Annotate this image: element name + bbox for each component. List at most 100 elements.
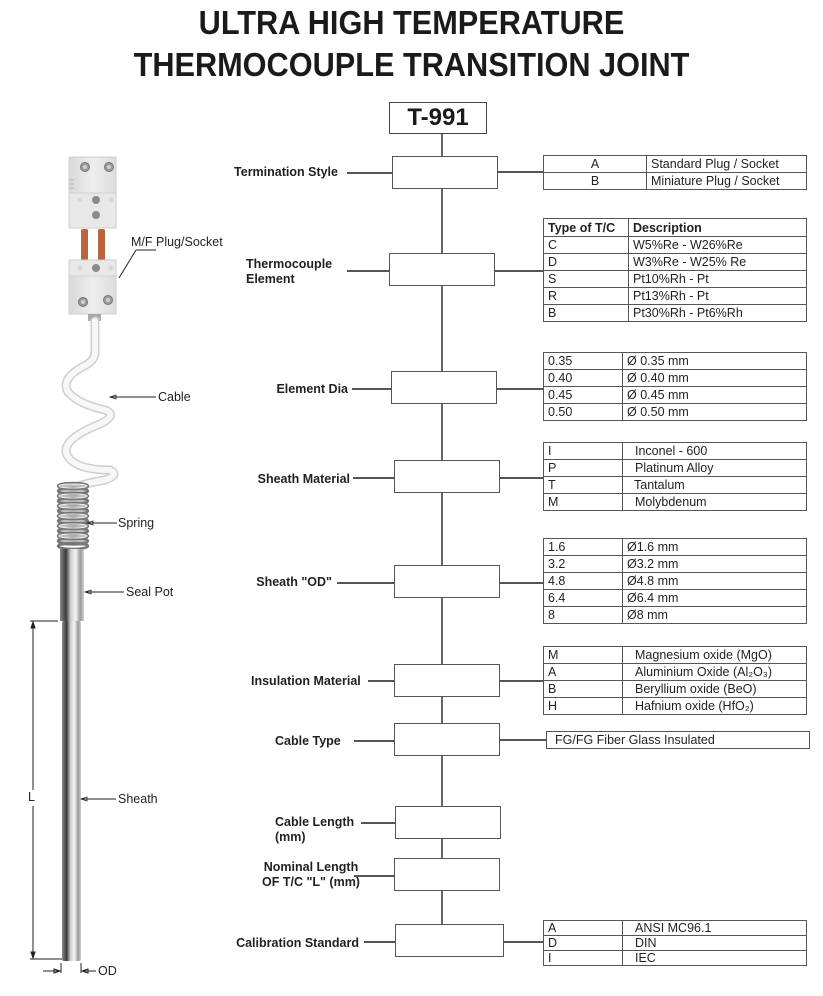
option-code: A [543, 920, 623, 936]
field-label-cable-type: Cable Type [275, 734, 341, 748]
option-description: Standard Plug / Socket [646, 155, 807, 173]
column-header-code: Type of T/C [543, 218, 629, 237]
field-box-nominal-length[interactable] [394, 858, 500, 891]
field-label-line: Nominal Length [263, 860, 359, 874]
field-box-termination-style[interactable] [392, 156, 498, 189]
field-box-calibration-standard[interactable] [395, 924, 504, 957]
field-box-sheath-od[interactable] [394, 565, 500, 598]
option-description: Ø 0.45 mm [622, 386, 807, 404]
option-description: ANSI MC96.1 [622, 920, 807, 936]
option-code: 0.40 [543, 369, 623, 387]
thermocouple-illustration [30, 156, 156, 974]
field-box-insulation-material[interactable] [394, 664, 500, 697]
option-description: Ø 0.50 mm [622, 403, 807, 421]
seal-pot-label: Seal Pot [126, 585, 174, 599]
title-line-1: ULTRA HIGH TEMPERATURE [198, 4, 625, 41]
option-description: Miniature Plug / Socket [646, 172, 807, 190]
plug-socket-label: M/F Plug/Socket [131, 235, 223, 249]
leader-line [504, 941, 543, 943]
model-code-box: T-991 [389, 102, 487, 134]
leader-line [364, 941, 395, 943]
field-label-thermocouple-element: Thermocouple Element [246, 257, 346, 287]
leader-line [347, 172, 392, 174]
field-label-calibration-standard: Calibration Standard [236, 936, 359, 950]
field-label-sheath-material: Sheath Material [257, 472, 350, 486]
option-code: D [543, 935, 623, 951]
option-description: Magnesium oxide (MgO) [622, 646, 807, 664]
option-code: P [543, 459, 623, 477]
option-description: W5%Re - W26%Re [628, 236, 807, 254]
cable-label: Cable [158, 390, 191, 404]
field-box-element-dia[interactable] [391, 371, 497, 404]
leader-line [498, 171, 543, 173]
option-code: C [543, 236, 629, 254]
length-dimension [30, 620, 62, 960]
option-code: 0.50 [543, 403, 623, 421]
option-code: S [543, 270, 629, 288]
field-box-cable-type[interactable] [394, 723, 500, 756]
field-box-cable-length[interactable] [395, 806, 501, 839]
field-box-thermocouple-element[interactable] [389, 253, 495, 286]
option-description: IEC [622, 950, 807, 966]
leader-line [353, 477, 394, 479]
pin-icon [98, 229, 105, 265]
option-description: Ø4.8 mm [622, 572, 807, 590]
option-code: D [543, 253, 629, 271]
ordering-spine-line [441, 134, 443, 926]
option-code: B [543, 680, 623, 698]
field-label-text: Thermocouple Element [246, 257, 333, 286]
leader-line [495, 270, 543, 272]
option-description: Pt30%Rh - Pt6%Rh [628, 304, 807, 322]
field-label-nominal-length: Nominal Length OF T/C "L" (mm) [251, 860, 371, 890]
option-description: Inconel - 600 [622, 442, 807, 460]
leader-line [354, 875, 394, 877]
seal-pot-icon [60, 549, 84, 621]
leader-line [352, 388, 391, 390]
option-code: 4.8 [543, 572, 623, 590]
option-code: A [543, 663, 623, 681]
option-code: 0.45 [543, 386, 623, 404]
column-header-description: Description [628, 218, 807, 237]
leader-line [500, 739, 546, 741]
option-description: Ø8 mm [622, 606, 807, 624]
option-code: B [543, 304, 629, 322]
field-box-sheath-material[interactable] [394, 460, 500, 493]
option-code: M [543, 493, 623, 511]
option-description: Platinum Alloy [622, 459, 807, 477]
option-description: Ø3.2 mm [622, 555, 807, 573]
option-code: R [543, 287, 629, 305]
field-label-termination-style: Termination Style [234, 165, 338, 179]
option-code: 0.35 [543, 352, 623, 370]
spring-icon [56, 481, 90, 551]
field-label-sheath-od: Sheath "OD" [256, 575, 332, 589]
leader-line [500, 477, 543, 479]
field-label-cable-length: Cable Length (mm) [275, 815, 365, 845]
option-code: 1.6 [543, 538, 623, 556]
leader-line [347, 270, 389, 272]
title-line-2: THERMOCOUPLE TRANSITION JOINT [133, 46, 690, 83]
